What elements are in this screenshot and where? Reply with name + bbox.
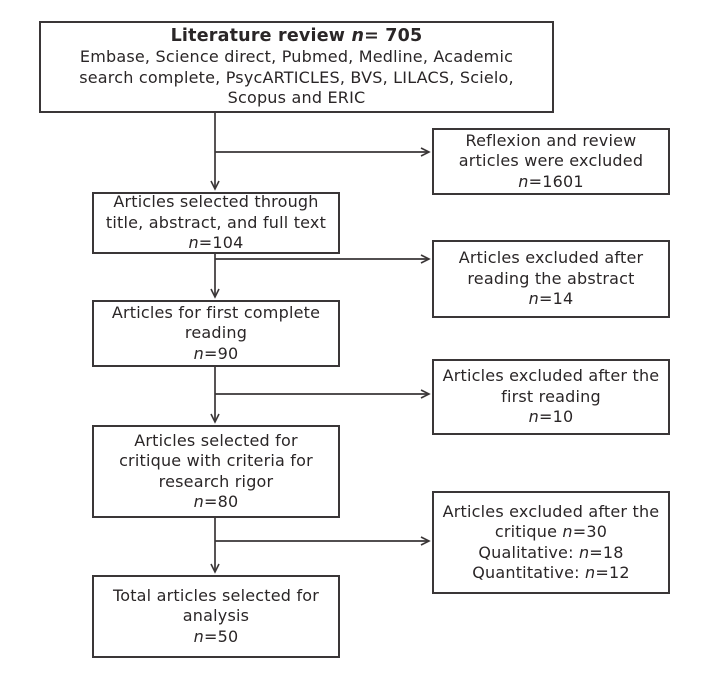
box-text-line: reading the abstract xyxy=(467,268,635,288)
box-count-line: n=90 xyxy=(193,343,239,363)
literature-review-sources-line: Scopus and ERIC xyxy=(227,88,366,108)
literature-review-sources-line: Embase, Science direct, Pubmed, Medline,… xyxy=(79,47,514,67)
box-first-complete-reading: Articles for first complete reading n=90 xyxy=(92,300,340,367)
box-text-line: Quantitative: n=12 xyxy=(472,562,630,582)
box-selected-for-critique: Articles selected for critique with crit… xyxy=(92,425,340,518)
box-selected-title-abstract-fulltext: Articles selected through title, abstrac… xyxy=(92,192,340,254)
box-count-line: n=104 xyxy=(188,233,244,253)
box-excluded-reflexion-review: Reflexion and review articles were exclu… xyxy=(432,128,670,195)
literature-review-title: Literature review n= 705 xyxy=(170,26,423,47)
box-text-line: Articles excluded after the xyxy=(442,366,660,386)
box-count-line: n=10 xyxy=(528,407,574,427)
box-excluded-after-critique: Articles excluded after the critique n=3… xyxy=(432,491,670,594)
box-literature-review: Literature review n= 705 Embase, Science… xyxy=(39,21,554,113)
box-text-line: Reflexion and review xyxy=(465,130,637,150)
box-excluded-after-first-reading: Articles excluded after the first readin… xyxy=(432,359,670,435)
box-count-line: n=50 xyxy=(193,626,239,646)
box-text-line: Articles selected for xyxy=(134,430,298,450)
box-text-line: reading xyxy=(184,323,248,343)
literature-review-sources-line: search complete, PsycARTICLES, BVS, LILA… xyxy=(79,67,514,87)
box-text-line: analysis xyxy=(182,606,250,626)
box-text-line: critique n=30 xyxy=(494,522,608,542)
box-text-line: Articles excluded after the xyxy=(442,501,660,521)
box-text-line: Total articles selected for xyxy=(112,585,320,605)
box-count-line: n=14 xyxy=(528,289,574,309)
box-excluded-after-abstract: Articles excluded after reading the abst… xyxy=(432,240,670,318)
box-text-line: articles were excluded xyxy=(458,151,644,171)
box-text-line: Articles selected through xyxy=(113,192,319,212)
box-count-line: n=80 xyxy=(193,491,239,511)
box-total-selected-for-analysis: Total articles selected for analysis n=5… xyxy=(92,575,340,658)
box-text-line: Articles excluded after xyxy=(458,248,644,268)
box-text-line: Articles for first complete xyxy=(111,302,321,322)
box-text-line: critique with criteria for xyxy=(119,451,313,471)
box-text-line: Qualitative: n=18 xyxy=(478,542,624,562)
box-text-line: title, abstract, and full text xyxy=(105,212,327,232)
box-count-line: n=1601 xyxy=(518,171,584,191)
box-text-line: first reading xyxy=(501,386,601,406)
box-text-line: research rigor xyxy=(158,471,274,491)
